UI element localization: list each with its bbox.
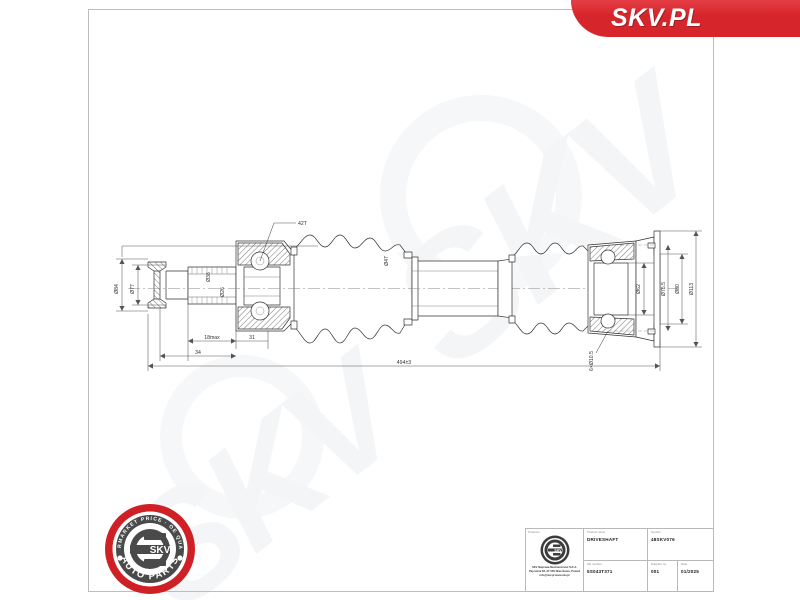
dim-left-inner-dia: Ø77 (130, 284, 136, 294)
dim-right-hub-dia: Ø80 (675, 284, 681, 294)
date-label: Date (681, 561, 688, 566)
company-address: Paprotnia 83, 97-500 Wierzbowa, Poland (528, 570, 581, 574)
title-block: Producer SKV SKV Naprawa Mechanizmów S.K… (525, 528, 714, 592)
dim-boot-small-dia: Ø47 (384, 256, 390, 266)
dim-left-step: 18max (204, 335, 220, 341)
date-value: 01/2025 (681, 568, 700, 574)
auto-parts-badge: SKV AFTERMARKET PRICE · OE QUALITY AUTO … (102, 499, 196, 595)
company-label: Producer (528, 530, 540, 534)
dim-right-bolt-pattern: 6×Ø10.5 (589, 351, 595, 371)
product-name-value: DRIVESHAFT (587, 537, 619, 543)
dim-left-shaft-dia: Ø26 (220, 287, 226, 297)
dim-right-bolt-circle: Ø75.5 (661, 282, 667, 296)
product-name-label: Product name (587, 530, 605, 534)
svg-text:SKV: SKV (554, 549, 562, 553)
company-contact: info@skv.pl www.skv.pl (539, 574, 570, 578)
date-cell: Date 01/2025 (678, 561, 713, 592)
diagram-number-cell: Diagram no. 001 (648, 560, 678, 591)
title-block-company-cell: Producer SKV SKV Naprawa Mechanizmów S.K… (526, 529, 584, 591)
banner-sheen (571, 0, 800, 16)
company-name: SKV Naprawa Mechanizmów S.K.A. (531, 566, 578, 570)
brand-logo-text: SKV.PL (611, 4, 703, 32)
dim-right-pilot-dia: Ø62 (636, 284, 642, 294)
dim-left-spline-len: 31 (249, 335, 255, 341)
dim-left-outer-dia: Ø84 (114, 284, 120, 294)
symbol-cell: Symbol 48SKV076 (648, 529, 713, 560)
title-block-row: Product name DRIVESHAFT Symbol 48SKV076 (584, 529, 713, 561)
dim-overall-length: 494±3 (397, 360, 412, 366)
dim-left-total-len: 34 (195, 350, 201, 356)
badge-center-text: SKV (150, 545, 171, 556)
skv-logo-banner: SKV.PL (571, 0, 800, 37)
oe-number-label: OE number (587, 561, 602, 566)
dim-left-hub-dia: Ø36 (206, 272, 212, 282)
dim-spline-teeth: 42T (298, 221, 308, 227)
drawing-frame (88, 9, 714, 592)
diagram-value: 001 (651, 568, 660, 574)
product-name-cell: Product name DRIVESHAFT (584, 529, 648, 560)
skv-round-logo: SKV (540, 535, 569, 565)
symbol-label: Symbol (651, 530, 661, 534)
symbol-value: 48SKV076 (651, 537, 675, 543)
oe-number-cell: OE number 5S043T371 (584, 560, 648, 591)
title-block-row: OE number 5S043T371 Diagram no. 001 Date… (584, 560, 713, 592)
technical-drawing: Ø84 Ø77 Ø36 Ø26 Ø47 42T 18max 31 34 494±… (88, 9, 712, 590)
title-block-fields: Product name DRIVESHAFT Symbol 48SKV076 … (584, 529, 713, 591)
oe-number-value: 5S043T371 (587, 568, 613, 574)
diagram-label: Diagram no. (651, 561, 667, 566)
dim-right-flange-dia: Ø113 (689, 283, 695, 295)
